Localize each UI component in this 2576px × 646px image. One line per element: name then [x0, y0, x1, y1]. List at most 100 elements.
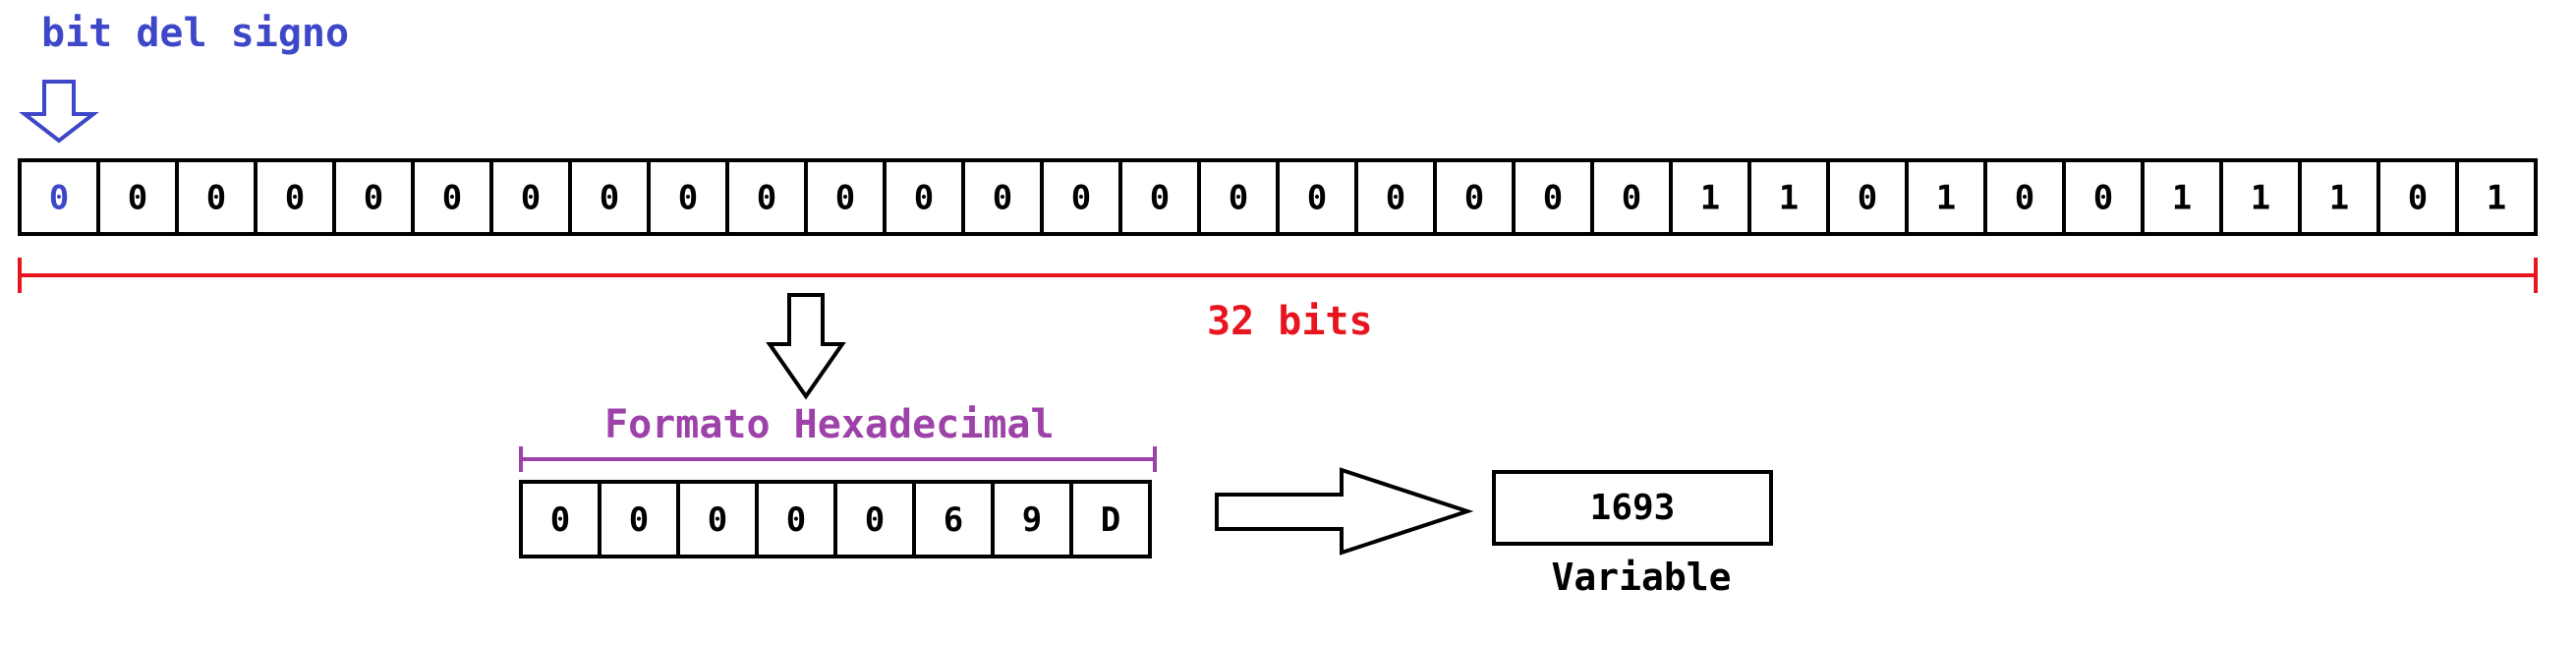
- bit-cell: 0: [647, 158, 729, 236]
- hex-cell: 0: [676, 480, 759, 558]
- bit-cell-value: 0: [2015, 179, 2034, 218]
- bit-cell: 1: [1669, 158, 1751, 236]
- hex-cell-value: D: [1101, 500, 1120, 540]
- sign-bit-label: bit del signo: [41, 11, 349, 56]
- bit-cell-box: [647, 158, 729, 236]
- hex-cell-value: 0: [708, 500, 727, 540]
- hex-cell-value: 9: [1022, 500, 1042, 540]
- bits-caption: 32 bits: [1207, 299, 1373, 344]
- bit-cell-value: 0: [678, 179, 698, 218]
- bit-cell: 0: [1276, 158, 1358, 236]
- bit-cell-box: [1433, 158, 1516, 236]
- bit-cell-value: 0: [49, 179, 69, 218]
- bit-cell: 0: [1433, 158, 1516, 236]
- bit-cell-value: 0: [993, 179, 1012, 218]
- hex-cell: 0: [598, 480, 680, 558]
- hex-cell: 0: [755, 480, 837, 558]
- bit-cell: 0: [1040, 158, 1122, 236]
- bit-cell: 0: [1354, 158, 1437, 236]
- bit-cell-value: 0: [206, 179, 226, 218]
- hex-span: [519, 446, 1157, 472]
- bit-cell-box: [2455, 158, 2538, 236]
- bit-cell-value: 0: [521, 179, 541, 218]
- hex-cell-box: [912, 480, 995, 558]
- bit-cell-value: 0: [1229, 179, 1248, 218]
- bit-cell-value: 0: [285, 179, 305, 218]
- bit-cell-value: 0: [1071, 179, 1091, 218]
- bit-cell-box: [2219, 158, 2302, 236]
- bit-cell: 0: [2376, 158, 2459, 236]
- bit-cell-box: [1197, 158, 1280, 236]
- hex-cell-value: 6: [944, 500, 963, 540]
- down-arrow-icon: [766, 293, 846, 400]
- bits-span: [18, 258, 2538, 293]
- bit-cell: 0: [1197, 158, 1280, 236]
- bit-cell-value: 1: [2251, 179, 2270, 218]
- hex-cell-box: [755, 480, 837, 558]
- sign-bit-arrow-icon: [19, 80, 99, 144]
- bit-cell: 0: [883, 158, 965, 236]
- bit-cell: 1: [2141, 158, 2223, 236]
- hex-cell: 0: [833, 480, 916, 558]
- bit-cell: 0: [1512, 158, 1594, 236]
- bit-cell: 0: [568, 158, 651, 236]
- bit-cell: 1: [2219, 158, 2302, 236]
- bit-cell-value: 0: [1858, 179, 1877, 218]
- bit-cell-box: [1276, 158, 1358, 236]
- hex-cell: 9: [991, 480, 1073, 558]
- bit-cell-value: 0: [600, 179, 619, 218]
- bit-cell-box: [332, 158, 415, 236]
- bit-cell: 0: [961, 158, 1044, 236]
- bit-cell-value: 0: [1386, 179, 1405, 218]
- hex-cell-value: 0: [865, 500, 885, 540]
- bit-cell-value: 0: [442, 179, 462, 218]
- hex-cell-box: [1069, 480, 1152, 558]
- bit-cell-value: 1: [1936, 179, 1956, 218]
- bit-cell-value: 1: [2172, 179, 2192, 218]
- bit-cell: 0: [725, 158, 808, 236]
- bit-cell: 0: [411, 158, 493, 236]
- variable-label: Variable: [1551, 556, 1731, 599]
- hex-cell-value: 0: [786, 500, 806, 540]
- bit-cell-value: 0: [2408, 179, 2428, 218]
- bit-cell-value: 0: [835, 179, 855, 218]
- bit-cell-value: 0: [1464, 179, 1484, 218]
- bit-cell-value: 1: [2329, 179, 2349, 218]
- bit-cell-box: [1747, 158, 1830, 236]
- bit-cell-value: 0: [1622, 179, 1641, 218]
- bit-cell-box: [1512, 158, 1594, 236]
- right-arrow-icon: [1215, 467, 1474, 556]
- variable-value: 1693: [1590, 488, 1676, 528]
- hex-cell: 0: [519, 480, 601, 558]
- bit-cell: 1: [1747, 158, 1830, 236]
- bit-cell: 0: [1826, 158, 1909, 236]
- bit-cell: 1: [1905, 158, 1987, 236]
- hex-cell-value: 0: [550, 500, 570, 540]
- bit-cell: 0: [1118, 158, 1201, 236]
- bit-cell-value: 1: [1779, 179, 1799, 218]
- bit-cell: 1: [2455, 158, 2538, 236]
- bit-cell-value: 0: [2093, 179, 2113, 218]
- bit-cell: 0: [1590, 158, 1673, 236]
- hex-caption: Formato Hexadecimal: [604, 402, 1055, 447]
- bit-cell-box: [175, 158, 258, 236]
- bit-cell: 0: [804, 158, 887, 236]
- bit-cell-box: [725, 158, 808, 236]
- hex-cell-box: [519, 480, 601, 558]
- bit-cell-box: [883, 158, 965, 236]
- bit-cell-box: [568, 158, 651, 236]
- bit-cell-value: 0: [128, 179, 147, 218]
- bit-cell: 0: [96, 158, 179, 236]
- bit-cell-value: 0: [364, 179, 383, 218]
- bit-cell-box: [1905, 158, 1987, 236]
- bit-cell-box: [18, 158, 100, 236]
- bit-cell: 0: [18, 158, 100, 236]
- bit-cell-box: [2376, 158, 2459, 236]
- bit-cell-box: [96, 158, 179, 236]
- bit-cell: 0: [489, 158, 572, 236]
- bit-cell: 0: [1983, 158, 2066, 236]
- bit-cell-value: 0: [1150, 179, 1170, 218]
